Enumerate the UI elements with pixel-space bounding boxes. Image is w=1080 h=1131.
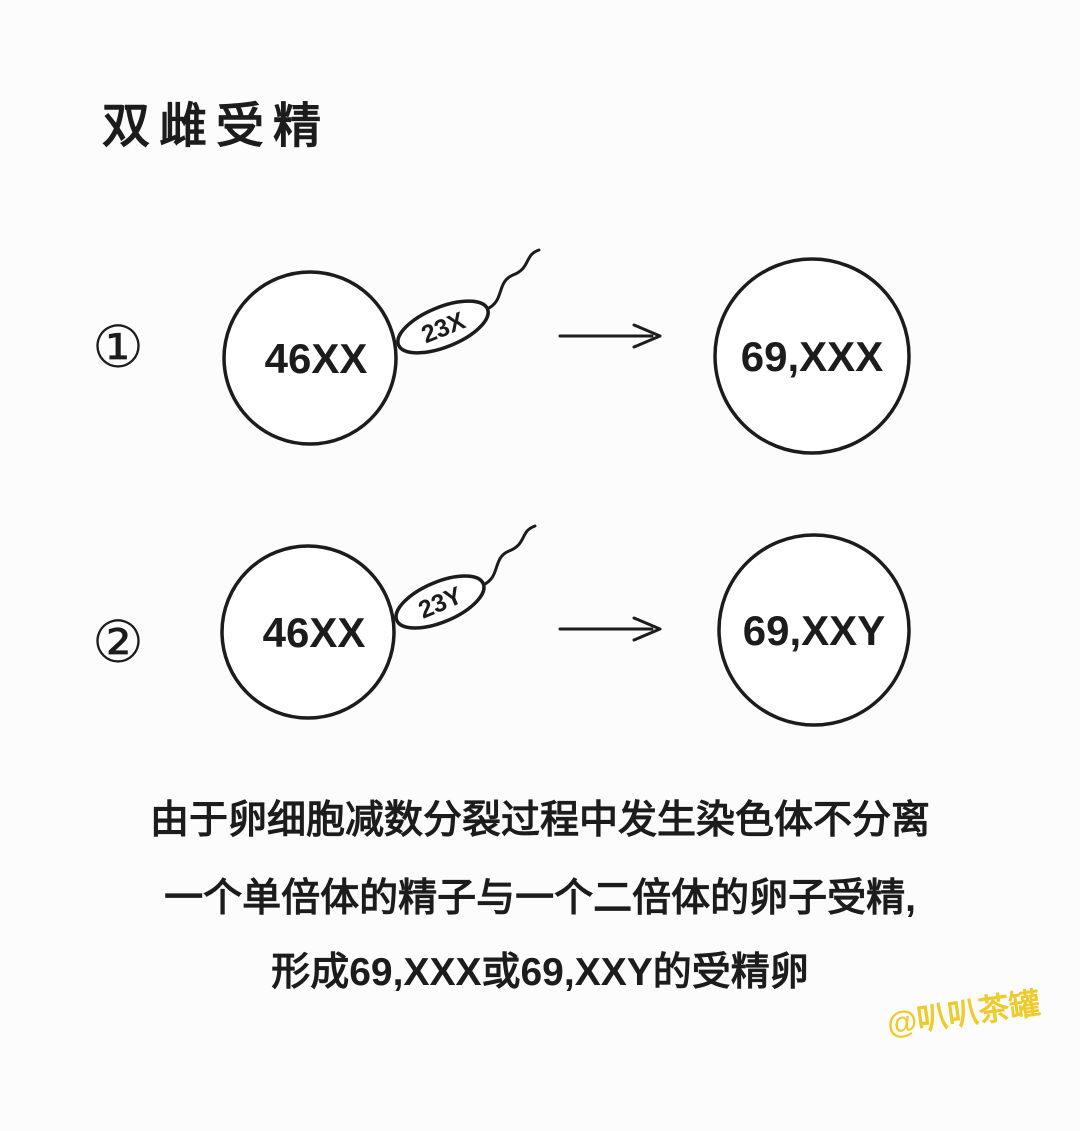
zygote-cell-circle-1 bbox=[713, 257, 911, 455]
egg-cell-label-1: 46XX bbox=[265, 335, 368, 382]
caption-block: 由于卵细胞减数分裂过程中发生染色体不分离 一个单倍体的精子与一个二倍体的卵子受精… bbox=[150, 799, 930, 994]
sperm-head-ellipse-2 bbox=[394, 574, 486, 630]
sperm-head-1: 23X bbox=[396, 299, 490, 355]
sperm-tail-2 bbox=[481, 524, 537, 587]
sperm-head-ellipse-1 bbox=[396, 299, 490, 355]
zygote-label-1: 69,XXX bbox=[741, 333, 883, 380]
arrow-2 bbox=[558, 616, 662, 642]
sperm-head-2: 23Y bbox=[394, 574, 486, 630]
egg-cell-circle-2 bbox=[220, 544, 396, 720]
fertilization-row-1: ① 46XX 23X 69,XXX bbox=[92, 248, 911, 455]
arrow-1 bbox=[558, 323, 662, 349]
page-title: 双雌受精 bbox=[102, 100, 330, 153]
row-1-index-label: ① bbox=[92, 315, 144, 380]
sperm-tail-1 bbox=[485, 248, 541, 311]
egg-cell-label-2: 46XX bbox=[263, 609, 366, 656]
row-2-index-label: ② bbox=[92, 610, 144, 675]
caption-line-2: 一个单倍体的精子与一个二倍体的卵子受精, bbox=[164, 877, 916, 920]
fertilization-row-2: ② 46XX 23Y 69,XXY bbox=[92, 524, 911, 727]
zygote-cell-circle-2 bbox=[717, 533, 911, 727]
egg-cell-circle-1 bbox=[222, 270, 398, 446]
zygote-label-2: 69,XXY bbox=[743, 607, 885, 654]
watermark: @叭叭茶罐 bbox=[885, 986, 1043, 1042]
arrow-head-1 bbox=[632, 323, 662, 349]
caption-line-3: 形成69,XXX或69,XXY的受精卵 bbox=[271, 951, 809, 994]
caption-line-1: 由于卵细胞减数分裂过程中发生染色体不分离 bbox=[150, 799, 930, 842]
arrow-head-2 bbox=[632, 616, 662, 642]
